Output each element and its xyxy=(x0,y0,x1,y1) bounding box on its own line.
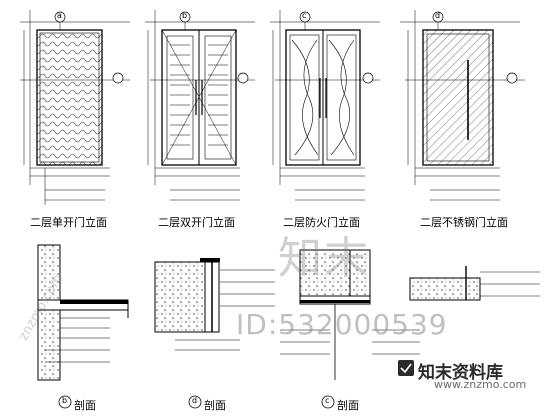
watermark-brand: 知末 xyxy=(278,233,370,284)
marker-a-letter: a xyxy=(57,11,62,20)
marker-a-top xyxy=(54,11,66,23)
single-door-elevation-title: 二层单开门立面 xyxy=(30,216,107,229)
single-door-elevation xyxy=(20,10,130,205)
watermark-logo-text: 知末资料库 xyxy=(418,363,503,383)
watermark-logo-mark xyxy=(398,360,414,376)
section-b-title: 剖面 xyxy=(74,399,96,412)
section-detail-d xyxy=(154,258,275,351)
marker-d-top xyxy=(432,11,444,23)
double-door-elevation xyxy=(145,10,255,201)
marker-b-letter: b xyxy=(182,11,188,20)
section-d-marker-letter: d xyxy=(192,396,198,405)
double-door-elevation-title: 二层双开门立面 xyxy=(158,216,235,229)
section-marker-d xyxy=(188,395,202,409)
marker-a-side xyxy=(112,72,124,84)
watermark-id: ID:532000539 xyxy=(236,308,448,341)
marker-b-side xyxy=(237,72,249,84)
section-detail-b xyxy=(37,244,129,381)
marker-d-letter: d xyxy=(435,11,441,20)
marker-b-top xyxy=(179,11,191,23)
marker-c-side xyxy=(362,72,374,84)
stainless-door-elevation-title: 二层不锈钢门立面 xyxy=(420,216,508,229)
marker-c-letter: c xyxy=(302,11,307,20)
section-c-marker-letter: c xyxy=(325,396,330,405)
section-d-title: 剖面 xyxy=(204,399,226,412)
marker-c-top xyxy=(299,11,311,23)
fire-door-elevation-title: 二层防火门立面 xyxy=(283,216,360,229)
marker-d-side xyxy=(506,72,518,84)
section-detail-c xyxy=(280,249,540,380)
stainless-door-elevation xyxy=(400,10,525,201)
fire-door-elevation xyxy=(270,10,380,201)
section-b-marker-letter: b xyxy=(62,396,68,405)
section-marker-c xyxy=(321,395,335,409)
section-marker-b xyxy=(58,395,72,409)
watermark-url: www.znzmo.com xyxy=(434,378,527,391)
section-c-title: 剖面 xyxy=(337,399,359,412)
